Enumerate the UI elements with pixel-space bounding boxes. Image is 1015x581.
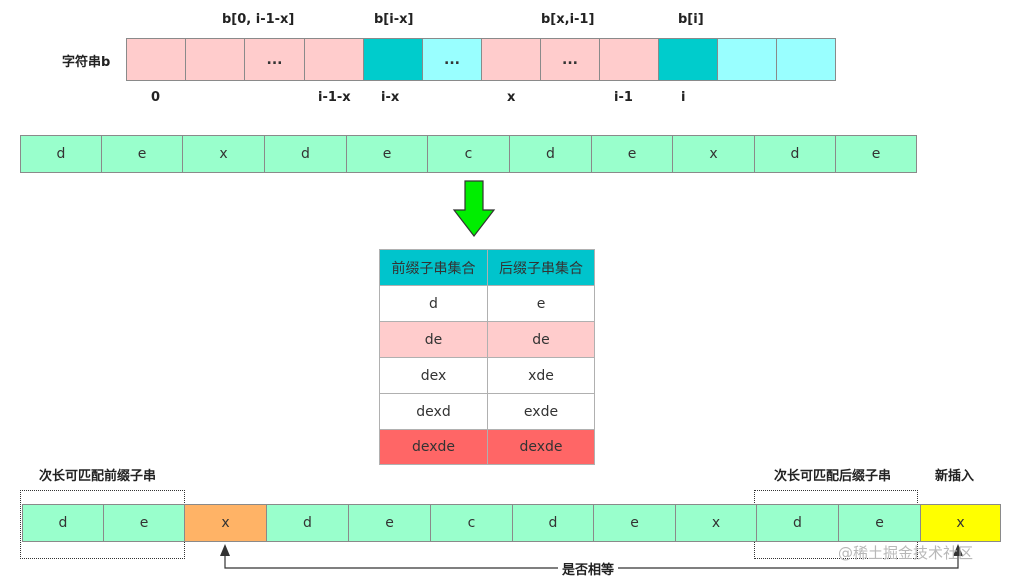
pattern-cell: d — [754, 135, 836, 173]
bottom-cell: d — [266, 504, 349, 542]
pattern-cell: c — [427, 135, 510, 173]
arrow-up-icon — [220, 544, 230, 556]
suffix-label: 次长可匹配后缀子串 — [774, 469, 892, 484]
bottom-cell: d — [22, 504, 104, 542]
index-label-0: 0 — [151, 90, 161, 105]
string-b-cell-b-i — [658, 38, 718, 81]
header-label-prefix-range: b[0, i-1-x] — [222, 12, 295, 27]
down-arrow-icon — [452, 180, 496, 237]
pattern-cell: e — [835, 135, 917, 173]
header-label-b-i: b[i] — [678, 12, 704, 27]
index-label-x: x — [507, 90, 516, 105]
string-b-cell-ellipsis: ... — [422, 38, 482, 81]
bottom-cell: d — [512, 504, 594, 542]
bottom-cell-new-insert: x — [920, 504, 1001, 542]
table-cell-suffix: dexde — [487, 429, 595, 465]
index-label-i-1-x: i-1-x — [318, 90, 351, 105]
table-cell-prefix: dexde — [379, 429, 488, 465]
bottom-cell: x — [675, 504, 757, 542]
string-b-cell — [481, 38, 541, 81]
index-label-i: i — [681, 90, 686, 105]
prefix-label: 次长可匹配前缀子串 — [39, 469, 157, 484]
header-label-suffix-range: b[x,i-1] — [541, 12, 595, 27]
table-header-prefix: 前缀子串集合 — [379, 249, 488, 286]
pattern-cell: d — [20, 135, 102, 173]
table-cell-prefix: de — [379, 321, 488, 358]
table-cell-prefix: dexd — [379, 393, 488, 430]
compare-label: 是否相等 — [558, 559, 619, 578]
string-b-cell — [776, 38, 836, 81]
pattern-cell: e — [346, 135, 428, 173]
string-b-label: 字符串b — [62, 55, 111, 70]
index-label-i-1: i-1 — [614, 90, 633, 105]
bottom-cell: d — [756, 504, 839, 542]
watermark: @稀土掘金技术社区 — [838, 544, 974, 562]
table-cell-suffix: exde — [487, 393, 595, 430]
string-b-cell-ellipsis: ... — [540, 38, 600, 81]
string-b-cell-b-i-x — [363, 38, 423, 81]
arrow-up-icon — [953, 544, 963, 556]
pattern-cell: e — [101, 135, 183, 173]
string-b-cell — [599, 38, 659, 81]
pattern-cell: e — [591, 135, 673, 173]
string-b-cell-ellipsis: ... — [244, 38, 305, 81]
bottom-cell: e — [103, 504, 185, 542]
table-cell-suffix: xde — [487, 357, 595, 394]
bottom-cell: e — [593, 504, 676, 542]
string-b-cell — [304, 38, 364, 81]
string-b-cell — [126, 38, 186, 81]
string-b-cell — [185, 38, 245, 81]
header-label-b-i-x: b[i-x] — [374, 12, 414, 27]
bottom-cell: e — [348, 504, 431, 542]
bottom-cell: e — [838, 504, 921, 542]
new-insert-label: 新插入 — [935, 469, 975, 484]
pattern-cell: x — [672, 135, 755, 173]
index-label-i-x: i-x — [381, 90, 400, 105]
bottom-cell-next-char: x — [184, 504, 267, 542]
